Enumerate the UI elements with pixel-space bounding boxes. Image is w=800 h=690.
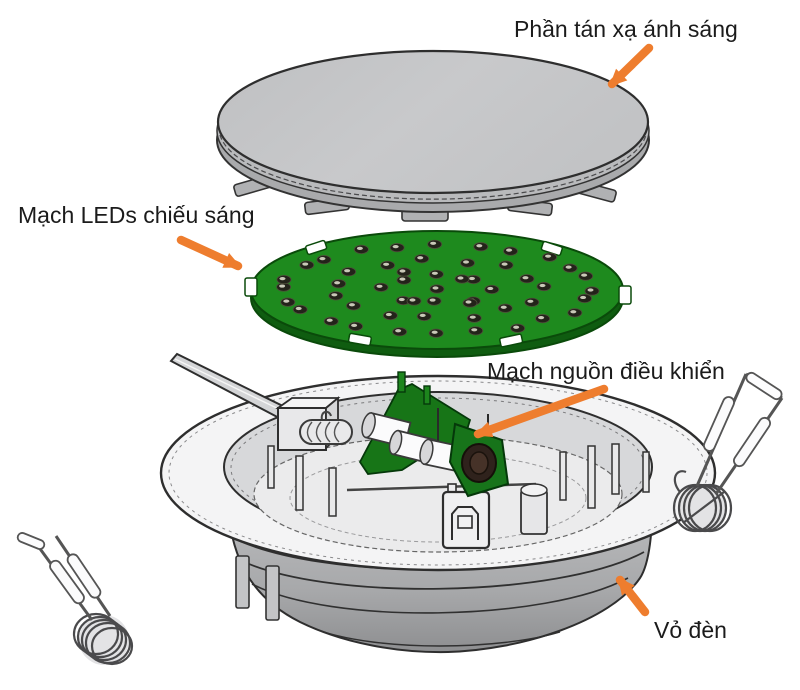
arrow-to-driver-board <box>473 384 609 439</box>
capacitors <box>361 411 470 474</box>
label-driver-board: Mạch nguồn điều khiển <box>487 358 725 384</box>
spring-clip-left <box>16 532 134 666</box>
leader-arrows <box>176 43 654 617</box>
diffuser-disc <box>216 49 650 222</box>
mounting-bracket-left <box>169 352 353 451</box>
arrow-to-diffuser <box>607 43 654 89</box>
label-led-board: Mạch LEDs chiếu sáng <box>18 202 255 228</box>
label-diffuser: Phần tán xạ ánh sáng <box>514 16 738 42</box>
driver-board-assembly <box>358 371 510 498</box>
arrow-to-led-board <box>176 235 243 271</box>
spring-clip-right <box>672 371 784 533</box>
led-pcb <box>244 230 632 358</box>
led-pads <box>276 239 600 338</box>
transformer <box>461 443 497 483</box>
arrow-to-housing <box>615 575 650 617</box>
label-housing: Vỏ đèn <box>654 617 727 643</box>
housing-side-tabs <box>235 555 280 621</box>
interior-cylinder <box>520 483 548 535</box>
